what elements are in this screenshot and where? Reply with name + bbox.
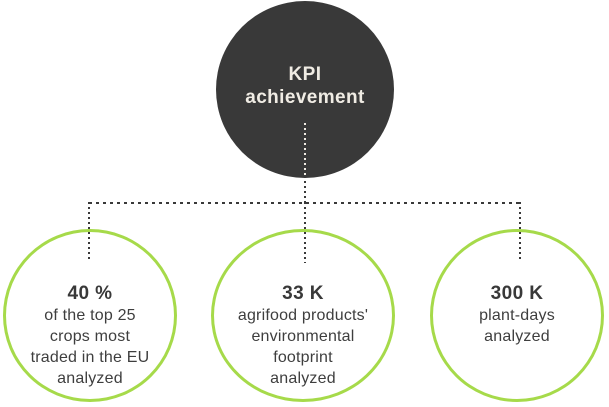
kpi-circle-plant-days-text: 300 K plant-days analyzed [433,283,601,347]
kpi-value-plant-days: 300 K [490,283,544,304]
kpi-label-plant-days: plant-days analyzed [479,307,555,345]
kpi-label-crops: of the top 25 crops most traded in the E… [30,307,150,387]
kpi-circle-crops-text: 40 % of the top 25 crops most traded in … [6,283,174,389]
kpi-circle-plant-days: 300 K plant-days analyzed [430,229,604,402]
kpi-circle-agrifood-products-text: 33 K agrifood products' environmental fo… [214,283,392,389]
connector-branch-left [88,202,90,262]
kpi-achievement-title: KPI achievement [245,63,365,108]
connector-branch-middle [303,202,306,263]
connector-branch-right [518,202,521,262]
kpi-label-agrifood-products: agrifood products' environmental footpri… [237,307,369,387]
kpi-value-agrifood-products: 33 K [282,283,324,304]
kpi-circle-crops: 40 % of the top 25 crops most traded in … [3,229,177,402]
connector-root-stem-light [303,123,306,176]
kpi-value-crops: 40 % [67,283,113,304]
connector-root-stem [303,176,306,202]
kpi-circle-agrifood-products: 33 K agrifood products' environmental fo… [211,229,395,402]
